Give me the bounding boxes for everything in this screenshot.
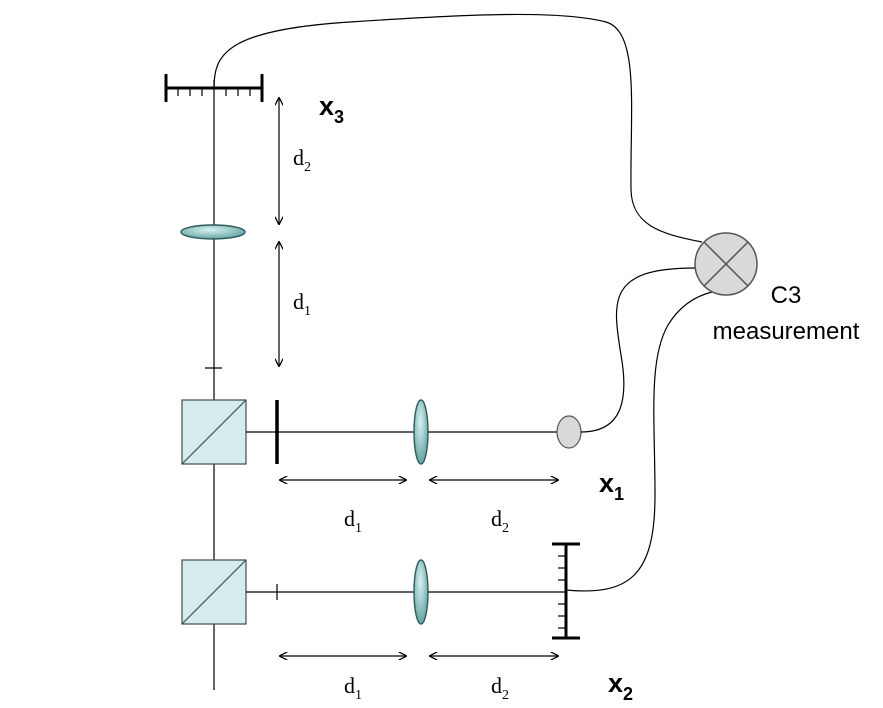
beam-splitter-1 xyxy=(181,399,247,465)
lens-arm2 xyxy=(413,559,429,625)
detector-x2-scale xyxy=(552,542,580,640)
label-x1: x1 xyxy=(599,468,624,504)
label-d2-arm2: d2 xyxy=(491,673,509,703)
lens-vertical xyxy=(180,224,246,240)
label-d1-arm2: d1 xyxy=(344,673,362,703)
label-x2: x2 xyxy=(608,668,633,704)
label-d2-vertical: d2 xyxy=(293,145,311,175)
beam-splitter-2 xyxy=(181,559,247,625)
fiber-x1-to-mixer xyxy=(580,267,696,433)
label-d2-arm1: d2 xyxy=(491,506,509,536)
label-c3: C3 xyxy=(771,282,802,309)
fiber-x2-to-mixer xyxy=(565,291,713,592)
label-measurement: measurement xyxy=(713,318,860,345)
fiber-x3-to-mixer xyxy=(213,13,703,243)
lens-arm1 xyxy=(413,399,429,465)
label-d1-arm1: d1 xyxy=(344,506,362,536)
detector-icon xyxy=(556,415,582,449)
label-d1-vertical: d1 xyxy=(293,289,311,319)
label-x3: x3 xyxy=(319,91,344,127)
circle-cross-icon xyxy=(694,232,758,296)
